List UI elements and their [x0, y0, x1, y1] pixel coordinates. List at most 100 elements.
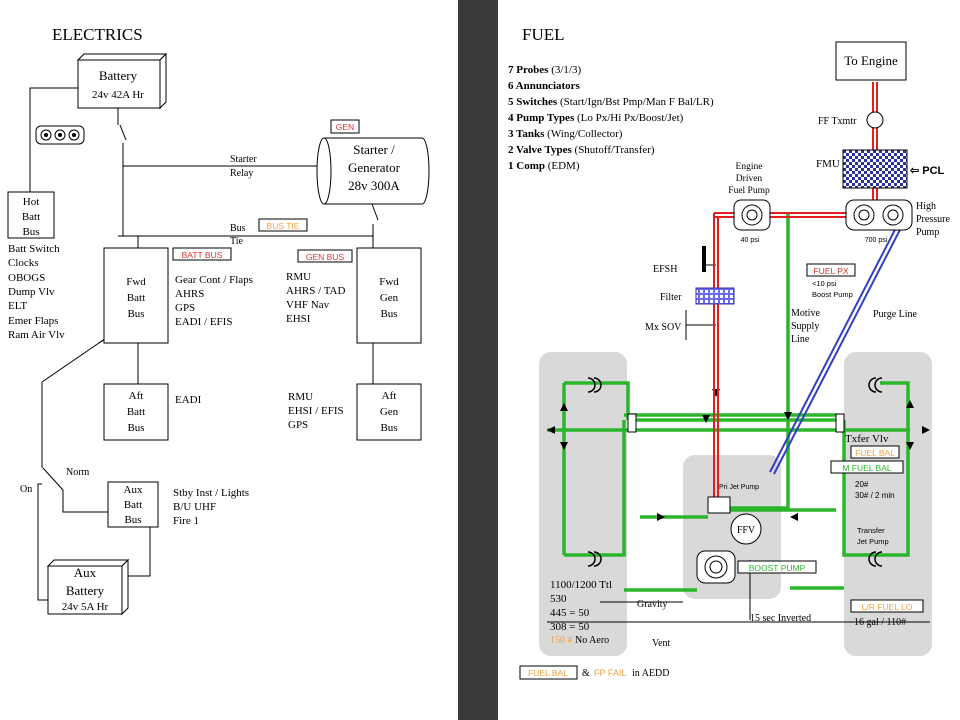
- svg-text:Supply: Supply: [791, 321, 819, 332]
- to-engine-label: To Engine: [844, 53, 898, 68]
- main-battery: Battery 24v 42A Hr: [76, 52, 168, 110]
- gen-bus-tag: [297, 249, 353, 263]
- svg-text:Hot: Hot: [23, 196, 40, 208]
- left-wing-tank: [539, 352, 627, 656]
- svg-text:VHF Nav: VHF Nav: [286, 299, 330, 311]
- svg-text:M FUEL BAL: M FUEL BAL: [842, 463, 892, 473]
- efsh-label: EFSH: [653, 264, 677, 275]
- aedd-note: FUEL BAL & FP FAIL in AEDD: [519, 665, 670, 680]
- batt-bus-tag: [172, 247, 232, 261]
- svg-text:Bus: Bus: [380, 422, 397, 434]
- svg-text:Batt: Batt: [22, 211, 40, 223]
- svg-text:Fuel Pump: Fuel Pump: [728, 186, 770, 196]
- fuel-supply-line: [713, 82, 878, 500]
- aft-gen-bus: Aft Gen Bus: [356, 383, 422, 441]
- fuel-summary: 7 Probes (3/1/3) 6 Annunciators 5 Switch…: [508, 64, 714, 172]
- svg-text:<10 psi: <10 psi: [812, 279, 837, 288]
- pri-jet-pump-label: Pri Jet Pump: [719, 484, 759, 491]
- ffv-icon: [730, 513, 762, 545]
- electrics-title: ELECTRICS: [52, 25, 143, 44]
- motive-supply-line-label: Motive: [791, 308, 820, 319]
- fwd-gen-items: RMU AHRS / TAD VHF Nav EHSI: [286, 271, 345, 325]
- svg-text:in AEDD: in AEDD: [632, 668, 670, 679]
- svg-text:2 Valve Types (Shutoff/Transfe: 2 Valve Types (Shutoff/Transfer): [508, 144, 655, 156]
- efsh-valve-icon: [702, 246, 706, 272]
- svg-text:Pressure: Pressure: [916, 214, 950, 225]
- aft-gen-items: RMU EHSI / EFIS GPS: [288, 391, 344, 431]
- svg-text:EHSI / EFIS: EHSI / EFIS: [288, 405, 344, 417]
- gravity-label: Gravity: [637, 599, 668, 610]
- svg-text:3 Tanks (Wing/Collector): 3 Tanks (Wing/Collector): [508, 128, 623, 140]
- pri-jet-pump-icon: [707, 496, 731, 514]
- aux-batt-bus: Aux Batt Bus: [107, 481, 159, 528]
- svg-text:Ram Air Vlv: Ram Air Vlv: [8, 329, 65, 341]
- fuel-px-tag: [806, 263, 856, 277]
- svg-text:Relay: Relay: [230, 168, 253, 179]
- norm-label: Norm: [66, 467, 90, 478]
- svg-text:Driven: Driven: [736, 174, 763, 184]
- svg-text:Starter /: Starter /: [353, 142, 395, 157]
- svg-text:Gear Cont / Flaps: Gear Cont / Flaps: [175, 274, 253, 286]
- hpp-psi: 700 psi: [865, 237, 888, 244]
- bus-tie-tag: [258, 218, 308, 232]
- high-pressure-pump: [845, 199, 913, 231]
- svg-text:Clocks: Clocks: [8, 257, 39, 269]
- boost-pump-icon: [696, 550, 736, 584]
- aft-batt-items: EADI: [175, 394, 202, 406]
- inverted-label: 15 sec Inverted: [750, 613, 811, 624]
- svg-text:Boost Pump: Boost Pump: [812, 290, 853, 299]
- svg-text:150 # No Aero: 150 # No Aero: [550, 635, 609, 646]
- hot-batt-bus: Hot Batt Bus: [7, 191, 55, 239]
- svg-text:7 Probes (3/1/3): 7 Probes (3/1/3): [508, 64, 581, 76]
- svg-text:Generator: Generator: [348, 160, 401, 175]
- svg-text:GPS: GPS: [175, 302, 195, 314]
- purge-line-label: Purge Line: [873, 309, 918, 320]
- svg-text:High: High: [916, 201, 936, 212]
- electrics-section: ELECTRICS: [7, 25, 430, 616]
- svg-text:Gen: Gen: [380, 406, 399, 418]
- pcl-label: ⇦ PCL: [909, 165, 945, 177]
- svg-text:24v 5A Hr: 24v 5A Hr: [62, 601, 109, 613]
- svg-text:Batt: Batt: [124, 499, 142, 511]
- bus-tie-label: Bus: [230, 223, 246, 234]
- on-label: On: [20, 484, 32, 495]
- svg-text:Bus: Bus: [127, 308, 144, 320]
- svg-text:L/R FUEL LO: L/R FUEL LO: [862, 602, 913, 612]
- svg-text:Bus: Bus: [127, 422, 144, 434]
- svg-text:BOOST PUMP: BOOST PUMP: [749, 563, 806, 573]
- svg-text:5 Switches (Start/Ign/Bst Pmp/: 5 Switches (Start/Ign/Bst Pmp/Man F Bal/…: [508, 96, 714, 108]
- svg-text:FUEL BAL: FUEL BAL: [528, 668, 568, 678]
- vent-label: Vent: [652, 638, 671, 649]
- txfer-vlv-label: Txfer Vlv: [845, 433, 889, 445]
- transfer-jet-pump-label: Transfer: [857, 526, 885, 535]
- svg-text:Fwd: Fwd: [126, 276, 146, 288]
- svg-text:1100/1200 Ttl: 1100/1200 Ttl: [550, 579, 612, 591]
- svg-text:Line: Line: [791, 334, 810, 345]
- svg-text:308 = 50: 308 = 50: [550, 621, 590, 633]
- starter-generator: Starter / Generator 28v 300A: [316, 137, 430, 205]
- svg-text:FP FAIL: FP FAIL: [594, 668, 626, 678]
- gen-tag: [330, 119, 360, 134]
- battery-label: Battery: [99, 68, 138, 83]
- svg-text:Jet Pump: Jet Pump: [857, 537, 889, 546]
- svg-text:GEN BUS: GEN BUS: [306, 252, 345, 262]
- svg-text:530: 530: [550, 593, 567, 605]
- svg-text:Aux: Aux: [124, 484, 143, 496]
- svg-text:AHRS: AHRS: [175, 288, 204, 300]
- fwd-batt-bus: Fwd Batt Bus: [103, 247, 169, 344]
- svg-text:Bus: Bus: [124, 514, 141, 526]
- svg-text:Bus: Bus: [22, 226, 39, 238]
- svg-text:Engine: Engine: [736, 162, 763, 172]
- starter-relay-label: Starter: [230, 154, 257, 165]
- ff-transmitter-icon: [866, 111, 884, 129]
- filter-icon: [695, 287, 735, 305]
- battery-connector-icon: [35, 125, 85, 145]
- aux-battery: Aux Battery 24v 5A Hr: [46, 558, 130, 616]
- svg-text:GPS: GPS: [288, 419, 308, 431]
- ff-txmtr-label: FF Txmtr: [818, 116, 857, 127]
- fwd-gen-bus: Fwd Gen Bus: [356, 247, 422, 344]
- svg-text:EHSI: EHSI: [286, 313, 311, 325]
- svg-text:Battery: Battery: [66, 583, 105, 598]
- svg-text:&: &: [582, 668, 590, 679]
- svg-text:Batt: Batt: [127, 406, 145, 418]
